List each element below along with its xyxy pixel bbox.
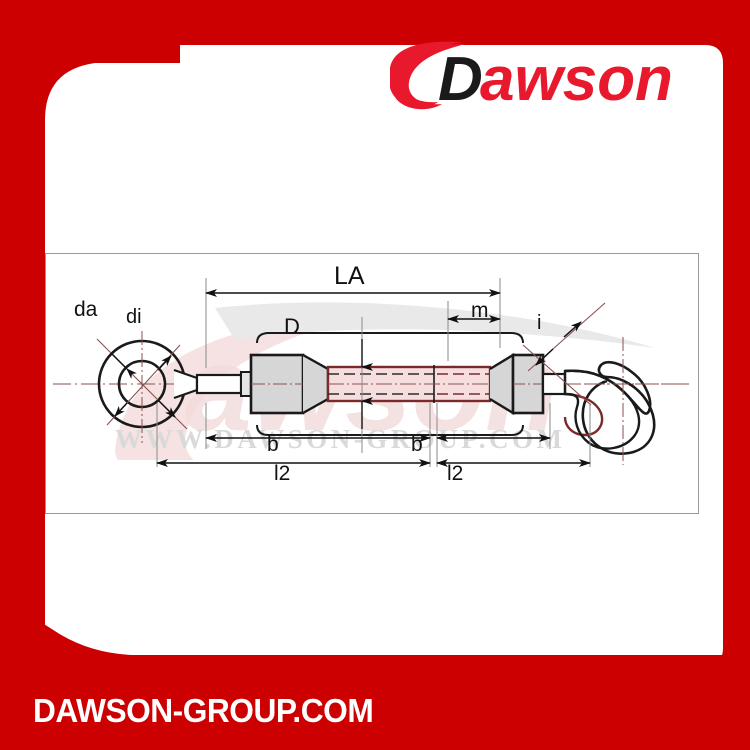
- right-sleeve-taper: [489, 352, 515, 416]
- right-threaded-shank: [541, 372, 567, 396]
- corner-accent-top-left: [45, 45, 180, 120]
- logo-text-awson: awson: [480, 45, 673, 114]
- dawson-logo: D awson: [390, 41, 673, 114]
- upper-outline-rail: [256, 332, 524, 344]
- left-sleeve-taper: [302, 353, 330, 415]
- da-arrow-lower: [157, 399, 176, 418]
- dimension-label-l2-right: l2: [447, 462, 464, 485]
- logo-letter-d: D: [438, 45, 483, 114]
- lower-outline-rail: [256, 424, 524, 436]
- bottom-banner-shape: [0, 596, 750, 750]
- i-leader-line-b: [522, 344, 592, 406]
- hook-profile-inner: [563, 392, 604, 437]
- da-arrow-upper: [110, 352, 137, 379]
- dimension-label-b-right: b: [411, 433, 423, 456]
- hook-shank-curve: [563, 369, 641, 450]
- i-arrow-upper: [563, 321, 582, 338]
- technical-drawing: [53, 278, 689, 467]
- dimension-label-l2-left: l2: [274, 462, 291, 485]
- dimension-label-m: m: [471, 299, 489, 322]
- dimension-label-di: di: [126, 306, 142, 328]
- eye-neck-taper: [173, 368, 199, 400]
- left-shank-collar: [240, 371, 252, 397]
- dimension-label-da: da: [74, 298, 98, 321]
- swoosh-icon-fill: [392, 44, 466, 110]
- di-arrow-upper: [157, 355, 172, 371]
- di-arrow-lower: [114, 402, 128, 417]
- i-arrow-lower: [535, 348, 554, 366]
- footer-site-url: DAWSON-GROUP.COM: [33, 692, 374, 729]
- left-threaded-shank: [195, 373, 243, 395]
- dimension-label-LA: LA: [334, 262, 365, 290]
- dimension-label-D: D: [284, 314, 300, 339]
- hook-profile-outer: [564, 360, 656, 455]
- drawing-border: [45, 253, 699, 514]
- dimension-label-b-left: b: [267, 433, 279, 456]
- dimension-label-i: i: [537, 312, 542, 334]
- drawing-geometry: [53, 278, 689, 467]
